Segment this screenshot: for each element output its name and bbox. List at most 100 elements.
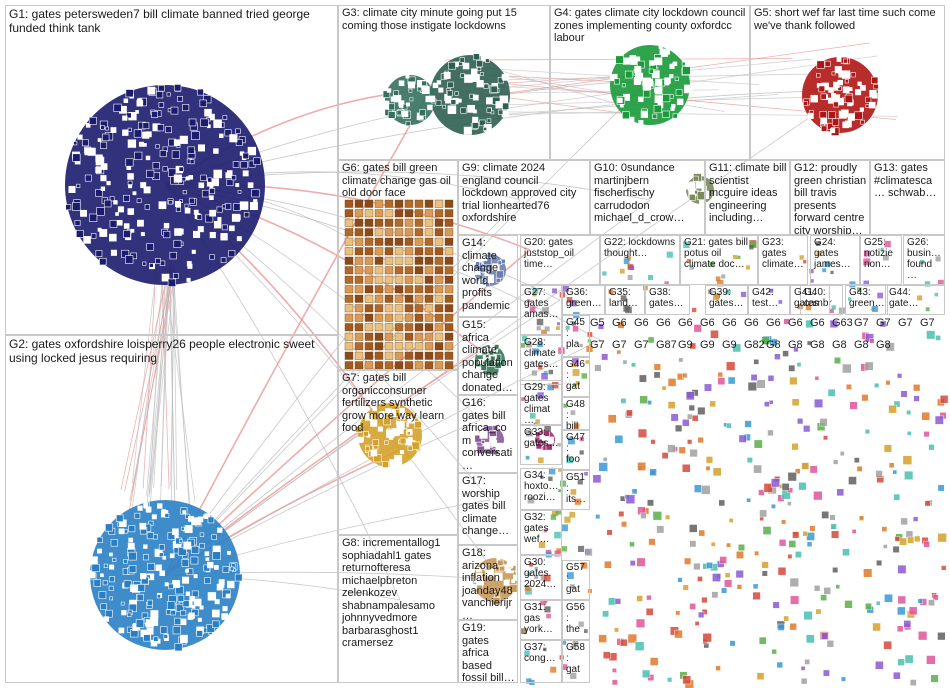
small-group-node: [900, 390, 908, 398]
g6-node: [434, 209, 444, 218]
g6-node: [384, 199, 394, 208]
g1-cluster-node: [80, 209, 87, 217]
small-group-node: [763, 483, 774, 493]
group-label-g4: G4: gates climate city lockdown council …: [554, 7, 746, 44]
g5-cluster-node: [818, 85, 826, 93]
g1-cluster-node: [173, 239, 182, 248]
g1-cluster-node: [193, 209, 199, 215]
g6-node: [434, 285, 444, 294]
small-group-node: [880, 247, 884, 252]
network-edge: [164, 89, 431, 576]
g2-cluster-node: [227, 550, 231, 555]
small-group-node: [716, 279, 724, 287]
group-label-g27: G27: gates amas…: [524, 287, 559, 320]
small-group-node: [805, 634, 815, 644]
small-group-node: [829, 319, 838, 329]
small-group-node: [585, 360, 589, 364]
g2-cluster-node: [161, 509, 166, 514]
group-box-g5: G5: short wef far last time such come we…: [750, 5, 945, 160]
g6-node: [354, 199, 364, 208]
g1-cluster-node: [145, 131, 152, 138]
g6-node: [384, 256, 394, 265]
g1-cluster-node: [72, 202, 81, 211]
g14-cluster-node: [475, 261, 480, 266]
small-group-node: [912, 516, 919, 522]
g6-node: [374, 275, 384, 284]
g6-node: [354, 228, 364, 237]
g6-node: [424, 313, 434, 322]
small-group-node: [707, 289, 713, 295]
small-group-node: [687, 439, 693, 445]
small-group-node: [863, 250, 871, 257]
group-label-g17: G17: worship gates bill climate change…: [462, 475, 510, 537]
small-group-node: [636, 595, 643, 602]
g4-cluster-node: [655, 78, 663, 86]
g6-node: [384, 228, 394, 237]
small-group-node: [831, 530, 840, 539]
group-box-g56: G56: the…: [562, 600, 590, 640]
g4-cluster-node: [674, 76, 679, 81]
small-group-node: [879, 320, 887, 328]
small-group-node: [693, 324, 702, 333]
group-label-g57: G57: gat…: [566, 562, 585, 599]
small-group-node: [809, 525, 816, 532]
g14-cluster: [474, 253, 506, 288]
small-group-node: [521, 397, 525, 401]
g2-cluster-node: [103, 563, 109, 568]
small-group-node: [645, 607, 654, 616]
small-group-node: [758, 636, 767, 645]
small-group-node: [548, 369, 554, 375]
small-group-node: [529, 412, 536, 419]
small-group-node: [885, 342, 895, 352]
g6-node: [384, 294, 394, 303]
small-group-node: [570, 489, 577, 495]
g6-node: [344, 275, 354, 284]
g5-cluster-node: [828, 111, 836, 119]
g5-cluster-node: [820, 117, 828, 125]
small-group-node: [674, 424, 683, 432]
g3-cluster-node: [486, 107, 492, 113]
g1-cluster-node: [207, 177, 213, 183]
g6-node: [404, 294, 414, 303]
g1-cluster-node: [140, 232, 145, 237]
g7-cluster-node: [397, 455, 401, 460]
g6-node: [384, 332, 394, 341]
small-group-node: [806, 340, 812, 346]
small-group-node: [906, 409, 912, 415]
g5-cluster-node: [860, 119, 865, 125]
small-group-label: G6: [810, 317, 825, 329]
g6-node: [404, 209, 414, 218]
g1-cluster-node: [171, 150, 180, 159]
g6-node: [354, 323, 364, 332]
group-box-g30: G30: gates. 2024…: [520, 555, 562, 600]
small-group-node: [532, 292, 537, 297]
g6-node: [344, 294, 354, 303]
small-group-node: [753, 439, 763, 449]
small-group-node: [697, 576, 703, 582]
g1-cluster-node: [84, 147, 93, 156]
g2-cluster-node: [205, 557, 210, 561]
small-group-node: [630, 265, 635, 270]
g4-cluster-node: [624, 70, 633, 79]
small-group-label: G7: [876, 317, 891, 329]
small-group-label: G6: [612, 317, 627, 329]
g6-node: [424, 266, 434, 275]
network-edge: [168, 252, 176, 499]
g6-node: [374, 332, 384, 341]
g1-cluster-node: [216, 206, 223, 213]
group-box-g44: G44: gate…: [885, 285, 945, 315]
g6-node: [414, 237, 424, 246]
small-group-node: [544, 425, 551, 432]
g18-cluster-node: [497, 559, 504, 566]
g1-cluster-node: [83, 236, 91, 244]
g6-node: [434, 304, 444, 313]
small-group-node: [920, 259, 925, 265]
g6-node: [354, 209, 364, 218]
g14-cluster-node: [479, 253, 488, 261]
group-box-g36: G36: green…: [562, 285, 605, 315]
small-group-node: [721, 587, 728, 594]
small-group-node: [689, 342, 697, 350]
small-group-node: [712, 467, 722, 477]
group-label-g9: G9: climate 2024 england council lockdow…: [462, 162, 577, 224]
small-group-node: [537, 365, 543, 370]
